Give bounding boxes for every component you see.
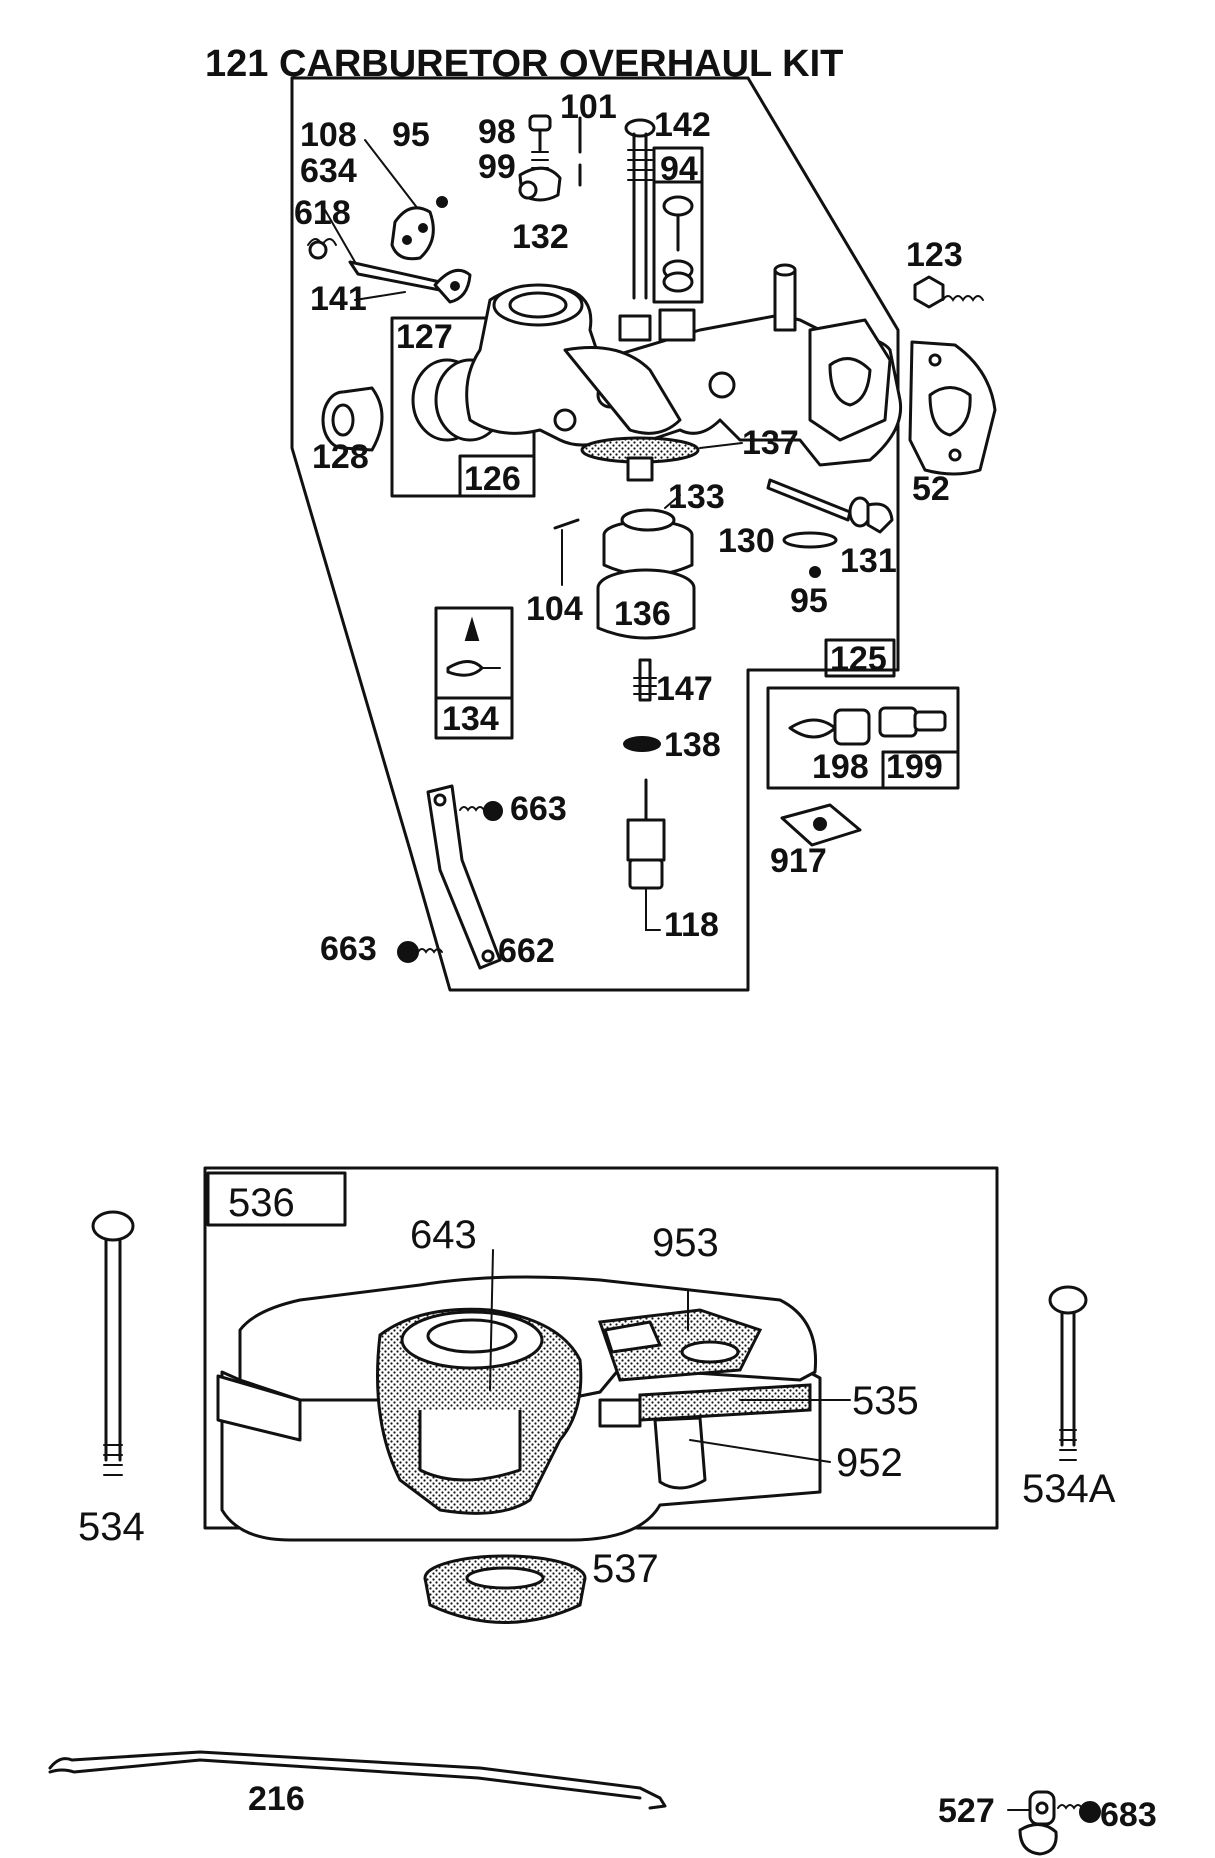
box-134 — [434, 606, 514, 740]
fitting-118 — [626, 818, 666, 862]
label-52: 52 — [912, 470, 950, 508]
screw-95 — [436, 196, 448, 208]
label-199: 199 — [886, 748, 943, 786]
spring-99 — [531, 151, 549, 169]
screw-683 — [1079, 1801, 1101, 1823]
label-663-top: 663 — [510, 790, 567, 828]
screw-98 — [528, 114, 552, 132]
label-134: 134 — [442, 700, 499, 738]
kit-outline — [290, 76, 900, 992]
label-527: 527 — [938, 1792, 995, 1830]
needle-valve-142 — [624, 118, 656, 138]
label-917: 917 — [770, 842, 827, 880]
label-138: 138 — [664, 726, 721, 764]
bolt-534a — [1048, 1285, 1088, 1315]
throttle-plate — [390, 206, 435, 261]
label-130: 130 — [718, 522, 775, 560]
label-663-bottom: 663 — [320, 930, 377, 968]
label-133: 133 — [668, 478, 725, 516]
box-198-199 — [766, 686, 960, 790]
label-108: 108 — [300, 116, 357, 154]
label-132: 132 — [512, 218, 569, 256]
label-98: 98 — [478, 113, 516, 151]
label-534: 534 — [78, 1505, 145, 1549]
pin-104 — [553, 518, 580, 530]
label-683: 683 — [1100, 1796, 1157, 1834]
filter-952 — [653, 1416, 707, 1490]
label-198: 198 — [812, 748, 869, 786]
label-142: 142 — [654, 106, 711, 144]
screw-147 — [638, 658, 652, 702]
label-952: 952 — [836, 1441, 903, 1485]
label-618: 618 — [294, 194, 351, 232]
washer-130 — [782, 531, 838, 549]
fuel-shutoff-198 — [788, 718, 837, 739]
label-125: 125 — [830, 640, 887, 678]
label-536: 536 — [228, 1181, 295, 1225]
label-123: 123 — [906, 236, 963, 274]
label-95-bottom: 95 — [790, 582, 828, 620]
bolt-123 — [913, 275, 945, 309]
label-131: 131 — [840, 542, 897, 580]
label-101: 101 — [560, 88, 617, 126]
label-537: 537 — [592, 1547, 659, 1591]
bolt-534 — [91, 1210, 135, 1242]
label-662: 662 — [498, 932, 555, 970]
box-125 — [824, 638, 896, 678]
screw-663b — [397, 941, 419, 963]
label-94: 94 — [660, 150, 698, 188]
choke-shaft-131 — [766, 478, 852, 522]
label-634: 634 — [300, 152, 357, 190]
box-536 — [206, 1171, 347, 1227]
washer-138 — [623, 736, 661, 752]
label-104: 104 — [526, 590, 583, 628]
leader-108 — [364, 139, 426, 219]
label-128: 128 — [312, 438, 369, 476]
label-147: 147 — [656, 670, 713, 708]
box-94 — [652, 146, 704, 304]
screw-95b — [809, 566, 821, 578]
label-126: 126 — [464, 460, 521, 498]
bracket-662 — [426, 784, 502, 970]
label-118: 118 — [664, 906, 719, 944]
label-534A: 534A — [1022, 1467, 1116, 1511]
link-216 — [48, 1750, 667, 1810]
label-137: 137 — [742, 424, 799, 462]
fitting-199 — [878, 706, 918, 738]
label-216: 216 — [248, 1780, 305, 1818]
screw-663a — [483, 801, 503, 821]
label-95-top: 95 — [392, 116, 430, 154]
label-99: 99 — [478, 148, 516, 186]
carburetor-labels: 108 95 98 101 142 634 99 94 618 132 123 … — [294, 88, 963, 970]
tank-labels: 536 643 953 535 952 534 534A 537 — [78, 1181, 1116, 1591]
label-141: 141 — [310, 280, 367, 318]
label-127: 127 — [396, 318, 453, 356]
label-643: 643 — [410, 1213, 477, 1257]
label-953: 953 — [652, 1221, 719, 1265]
label-136: 136 — [614, 595, 671, 633]
label-535: 535 — [852, 1379, 919, 1423]
